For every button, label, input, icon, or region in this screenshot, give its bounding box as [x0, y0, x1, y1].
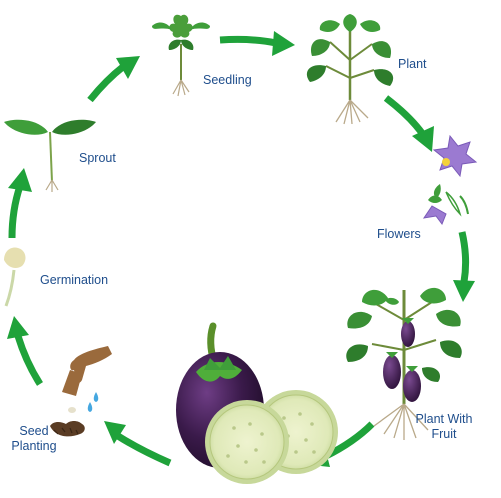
seed-planting-illustration	[50, 346, 112, 437]
cycle-arrows	[7, 31, 475, 467]
label-plant-with-fruit: Plant With Fruit	[408, 412, 480, 442]
sprout-illustration	[4, 119, 96, 192]
arrow-seedling-to-plant	[219, 31, 295, 56]
label-seedling: Seedling	[203, 73, 252, 87]
arrow-seed-planting-to-germination	[7, 316, 43, 386]
label-flowers: Flowers	[377, 227, 421, 241]
arrow-flowers-to-fruit	[453, 231, 475, 302]
arrow-eggplant-to-seed-planting	[104, 421, 172, 467]
plant-illustration	[306, 14, 394, 125]
label-seed-planting-line1: Seed	[19, 424, 49, 438]
eggplant-slice-front	[205, 400, 289, 484]
arrow-plant-to-flowers	[383, 95, 434, 152]
arrow-germination-to-sprout	[8, 168, 32, 239]
label-seed-planting: Seed Planting	[4, 424, 64, 454]
label-sprout: Sprout	[79, 151, 116, 165]
label-plant: Plant	[398, 57, 427, 71]
plant-with-fruit-illustration	[346, 287, 462, 440]
label-plant-with-fruit-line2: Fruit	[431, 427, 457, 441]
label-germination: Germination	[40, 273, 109, 287]
arrow-sprout-to-seedling	[87, 56, 140, 103]
label-plant-with-fruit-line1: Plant With	[415, 412, 473, 426]
flowers-illustration	[422, 134, 478, 226]
germination-illustration	[4, 247, 26, 307]
label-seed-planting-line2: Planting	[11, 439, 57, 453]
seedling-illustration	[152, 14, 210, 97]
